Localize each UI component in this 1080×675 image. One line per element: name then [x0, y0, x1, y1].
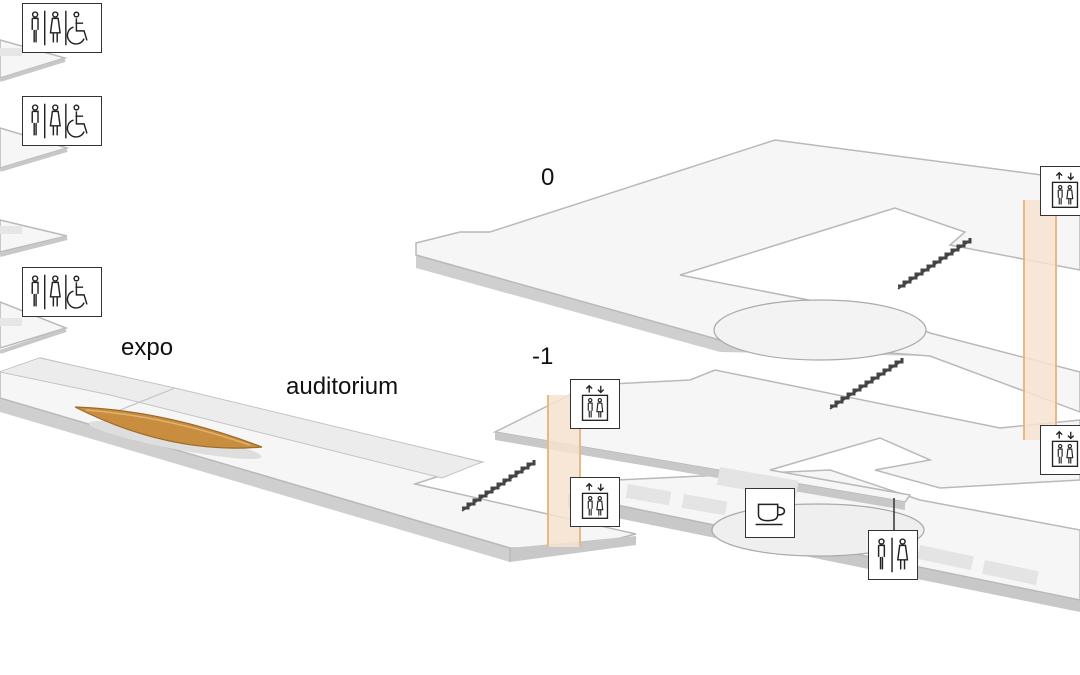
elevator-icon	[581, 482, 609, 519]
level-0-floor	[415, 139, 1080, 413]
restroom-accessible-sign[interactable]	[22, 96, 102, 146]
restroom-sign[interactable]	[868, 530, 918, 580]
elevator-icon	[1051, 430, 1079, 467]
restroom-accessible-sign[interactable]	[22, 267, 102, 317]
elevator-sign[interactable]	[1040, 166, 1080, 216]
left-upper-floors	[0, 39, 70, 354]
restroom-icon	[877, 537, 909, 573]
stairs-upper	[896, 236, 972, 291]
elevator-icon	[581, 384, 609, 421]
restroom-accessible-sign[interactable]	[22, 3, 102, 53]
level-0-label: 0	[541, 164, 555, 191]
cafe-icon	[755, 503, 786, 526]
level-minus-1-floor	[492, 369, 1080, 612]
level-minus-1-label: -1	[532, 343, 554, 370]
restroom-accessible-icon	[31, 103, 88, 139]
cafe-sign[interactable]	[745, 488, 795, 538]
elevator-sign[interactable]	[570, 477, 620, 527]
expo-label: expo	[121, 334, 174, 361]
auditorium-label: auditorium	[286, 373, 399, 400]
restroom-accessible-icon	[31, 274, 88, 310]
canoe-exhibit	[74, 406, 263, 449]
elevator-sign[interactable]	[1040, 425, 1080, 475]
restroom-accessible-icon	[31, 10, 88, 46]
elevator-icon	[1051, 171, 1079, 208]
elevator-sign[interactable]	[570, 379, 620, 429]
